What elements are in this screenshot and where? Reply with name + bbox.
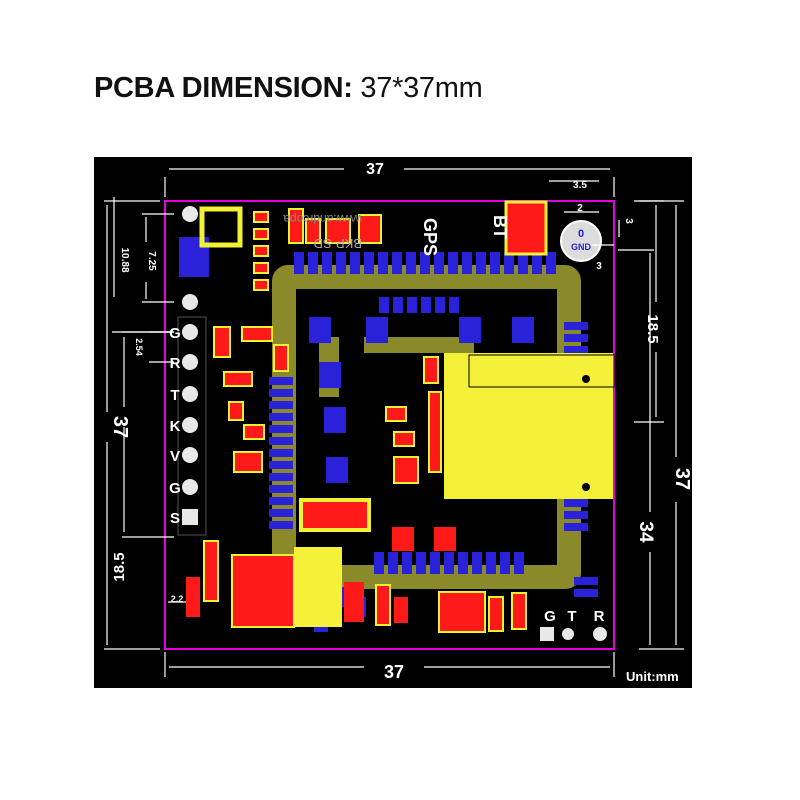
led-label: T	[567, 608, 576, 625]
pin-label: T	[170, 387, 179, 404]
pin-label: S	[170, 510, 180, 527]
page-title: PCBA DIMENSION: 37*37mm	[94, 72, 483, 105]
board-outline	[164, 200, 615, 650]
pin-label: K	[170, 418, 181, 435]
dim-left-height: 37	[109, 416, 131, 438]
unit-label: Unit:mm	[626, 669, 679, 684]
dim-mount-spacing: 7.25	[146, 251, 157, 271]
dim-hole-top: 3	[623, 218, 634, 224]
title-value: 37*37mm	[360, 72, 483, 104]
dim-pin-pitch: 2.54	[134, 338, 144, 356]
led-label: R	[594, 608, 605, 625]
header-pins	[177, 316, 207, 536]
dim-hole-x: 3.5	[573, 180, 587, 191]
dim-bottom-width: 37	[384, 662, 404, 682]
dim-hole-side: 3	[596, 261, 602, 272]
bt-label: BT	[490, 215, 510, 239]
pin-label: R	[170, 355, 181, 372]
led-label: G	[544, 608, 556, 625]
pin-label: G	[169, 480, 181, 497]
pcb-diagram: 37 37 37 37 34 18.5 18.5 10.88 7.25 2.54…	[94, 157, 692, 688]
pin-label-group: G R T K V G S	[169, 325, 181, 527]
dim-hole-dia: 2	[577, 203, 583, 214]
dim-right-height: 37	[671, 468, 692, 490]
pcb-drawing: 37 37 37 37 34 18.5 18.5 10.88 7.25 2.54…	[104, 161, 692, 684]
gnd-hole	[560, 220, 602, 262]
title-label: PCBA DIMENSION:	[94, 72, 353, 104]
component-pads	[186, 200, 615, 633]
dimension-lines	[104, 168, 684, 677]
dim-right-upper: 18.5	[644, 314, 661, 343]
pin-label: G	[169, 325, 181, 342]
mount-holes	[182, 206, 602, 310]
pin-label: V	[170, 448, 180, 465]
gps-label: GPS	[420, 218, 440, 256]
led-label-group: G T R	[544, 608, 604, 625]
dim-left-lower: 18.5	[111, 552, 128, 581]
board-code-label: BKP-SD	[314, 236, 362, 251]
dim-top-width: 37	[366, 161, 384, 178]
dim-edge-small: 2.2	[171, 594, 184, 604]
hole-gnd-label: GND	[571, 242, 592, 252]
dim-mount-offset: 10.88	[119, 247, 130, 272]
dim-right-inner: 34	[635, 521, 656, 543]
board-url-label: www.andrcopa	[283, 212, 363, 226]
hole-zero-label: 0	[578, 228, 584, 240]
led-pads	[540, 627, 607, 641]
